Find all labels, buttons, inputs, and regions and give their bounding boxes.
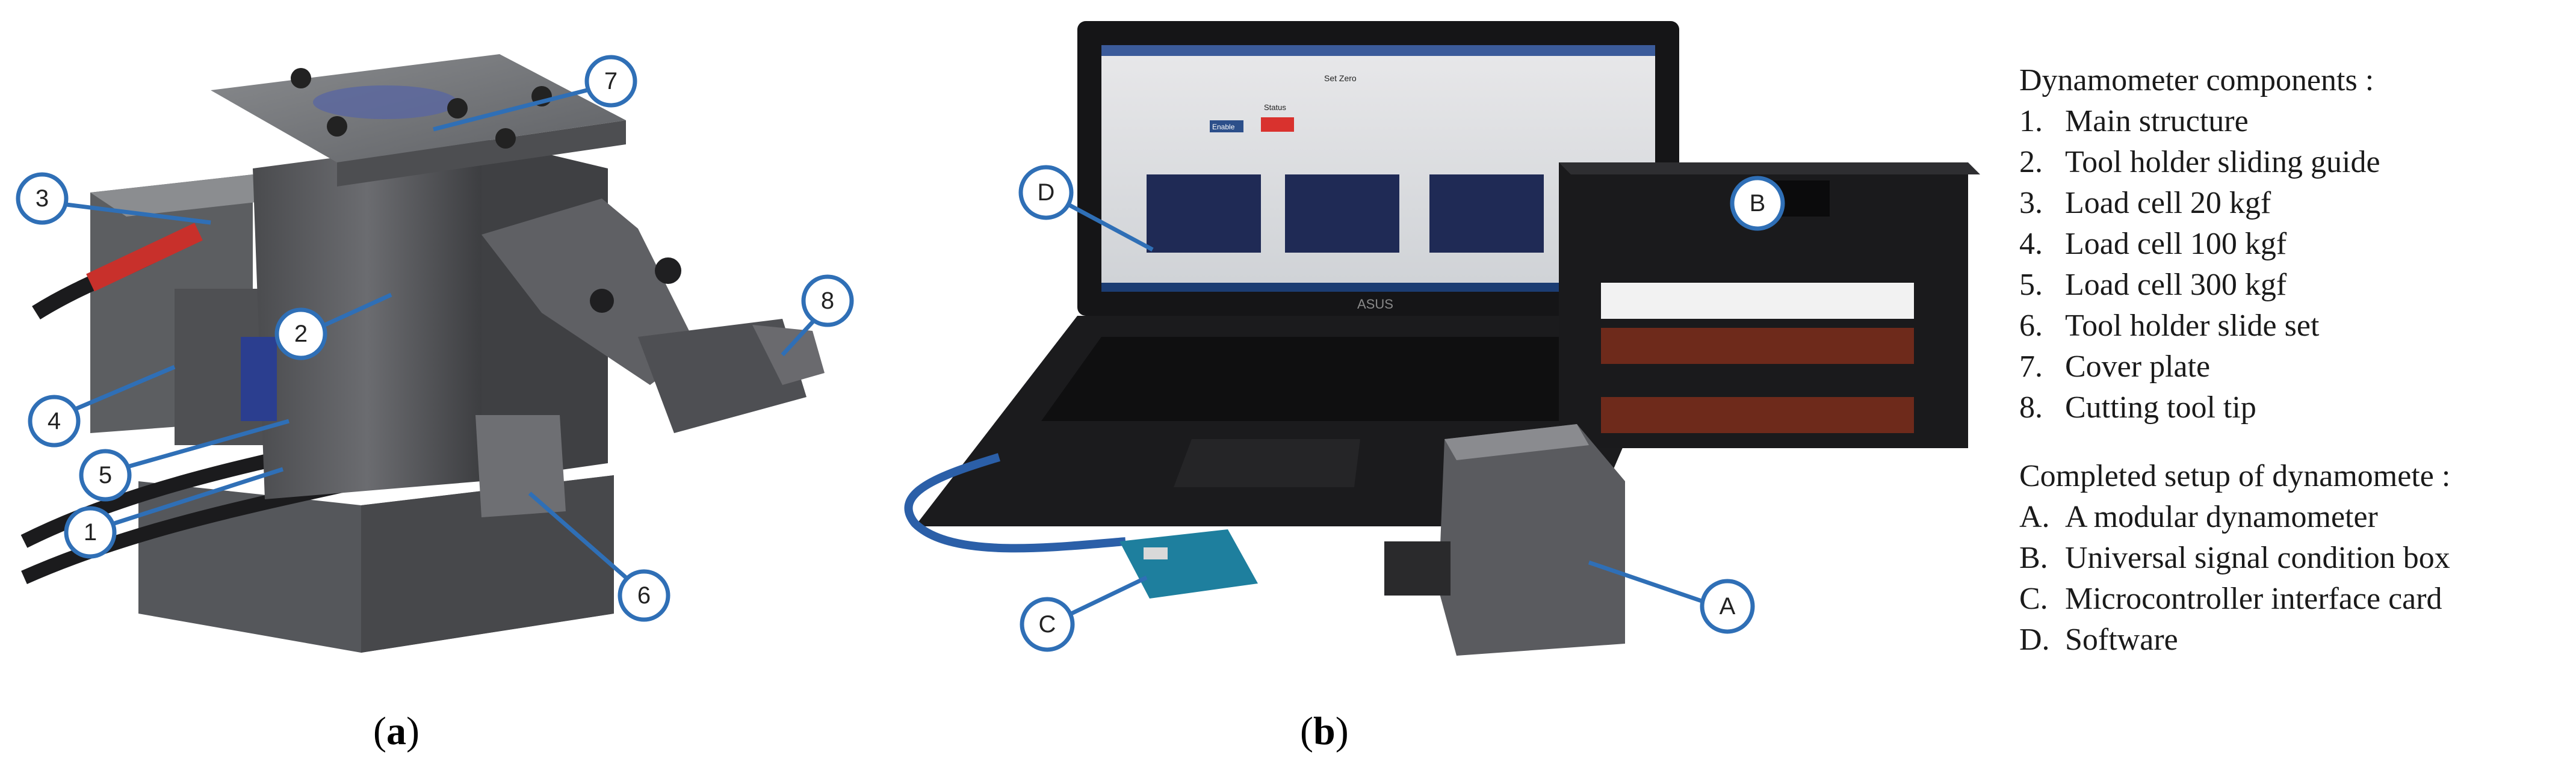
callout-7-text: 7: [604, 68, 618, 94]
screen-plot-3: [1429, 174, 1544, 253]
callout-2-text: 2: [294, 321, 308, 347]
legend-item: D. Software: [2019, 620, 2561, 660]
legend-item-key: 7.: [2019, 349, 2043, 384]
callout-A: A: [1700, 579, 1755, 634]
legend-item-label: Load cell 300 kgf: [2065, 268, 2287, 302]
legend-item-key: 6.: [2019, 309, 2043, 343]
legend-item: 8. Cutting tool tip: [2019, 387, 2561, 428]
legend-item-label: Main structure: [2065, 104, 2249, 138]
legend-item-key: 3.: [2019, 186, 2043, 220]
caption-b-letter: b: [1313, 709, 1336, 753]
arduino-board: [1119, 529, 1258, 599]
legend-item-label: Load cell 20 kgf: [2065, 186, 2271, 220]
setup-title: Completed setup of dynamomete :: [2019, 459, 2451, 493]
legend-item: 5. Load cell 300 kgf: [2019, 265, 2561, 306]
callout-8: 8: [801, 274, 854, 327]
legend-item-key: 2.: [2019, 145, 2043, 179]
legend-item-label: Tool holder sliding guide: [2065, 145, 2380, 179]
usb-cable: [904, 453, 1126, 553]
panel-b-photo: Set Zero Enable Status ASUS: [904, 21, 1980, 656]
legend-item-label: Tool holder slide set: [2065, 309, 2320, 343]
legend-item: B. Universal signal condition box: [2019, 538, 2561, 579]
legend-item-key: 8.: [2019, 390, 2043, 425]
main-body: [253, 138, 481, 499]
legend-item-label: Universal signal condition box: [2065, 541, 2450, 575]
legend-item-key: C.: [2019, 582, 2048, 616]
callout-D: D: [1018, 165, 1074, 220]
legend-item: 6. Tool holder slide set: [2019, 306, 2561, 346]
screen-status-value: Enable: [1212, 123, 1235, 131]
legend-item-key: D.: [2019, 623, 2050, 657]
legend-item-key: 1.: [2019, 104, 2043, 138]
legend-item: 1. Main structure: [2019, 101, 2561, 142]
screen-status-label: Status: [1264, 103, 1286, 112]
callouts-panel-a: 1 2 3 4 5 6 7 8: [16, 55, 854, 622]
screen-plot-2: [1285, 174, 1399, 253]
laptop-brand: ASUS: [1357, 297, 1393, 312]
legend-item-key: 4.: [2019, 227, 2043, 261]
callout-5: 5: [79, 449, 132, 502]
callout-B-text: B: [1750, 190, 1766, 217]
legend-item-label: Software: [2065, 623, 2178, 657]
small-dynamometer: [1438, 424, 1625, 656]
legend-item-label: Microcontroller interface card: [2065, 582, 2442, 616]
terminal-strip-bottom: [1601, 397, 1914, 433]
legend-item: 2. Tool holder sliding guide: [2019, 142, 2561, 183]
screen-status-indicator: [1261, 117, 1294, 132]
legend-item-key: 5.: [2019, 268, 2043, 302]
callout-7: 7: [584, 55, 637, 108]
legend-item-key: B.: [2019, 541, 2048, 575]
panel-a-photo: [20, 54, 825, 653]
callout-3-text: 3: [36, 185, 49, 212]
callout-4: 4: [28, 395, 81, 448]
screen-status-button: [1210, 120, 1243, 132]
callout-4-text: 4: [48, 408, 61, 434]
legend-item-key: A.: [2019, 500, 2050, 534]
callout-B: B: [1730, 176, 1785, 231]
legend-item: 3. Load cell 20 kgf: [2019, 183, 2561, 224]
callout-6: 6: [618, 569, 670, 622]
callout-C-text: C: [1039, 611, 1056, 638]
legend-item-label: Cutting tool tip: [2065, 390, 2256, 425]
laptop-touchpad: [1174, 439, 1360, 487]
components-list: 1. Main structure 2. Tool holder sliding gu…: [2019, 101, 2561, 428]
legend-item: C. Microcontroller interface card: [2019, 579, 2561, 620]
callout-5-text: 5: [99, 462, 112, 488]
cutting-tool: [752, 325, 825, 385]
load-cell-blue: [241, 337, 277, 421]
caption-b: (b): [1300, 709, 1349, 753]
legend-item-label: Cover plate: [2065, 349, 2211, 384]
legend-item: 4. Load cell 100 kgf: [2019, 224, 2561, 265]
legend-item: A. A modular dynamometer: [2019, 497, 2561, 538]
legend-item-label: A modular dynamometer: [2065, 500, 2378, 534]
callout-8-text: 8: [821, 288, 834, 314]
callout-2: 2: [274, 307, 327, 360]
callout-C: C: [1020, 597, 1075, 652]
legend: Dynamometer components : 1. Main structur…: [2019, 60, 2561, 660]
terminal-strip-top: [1601, 328, 1914, 364]
slide-set: [475, 415, 566, 517]
callout-A-text: A: [1720, 593, 1736, 620]
callout-D-text: D: [1038, 179, 1055, 206]
callouts-panel-b: A B C D: [1018, 165, 1785, 652]
callout-3: 3: [16, 172, 69, 225]
callout-1: 1: [64, 506, 117, 559]
screen-title: Set Zero: [1324, 73, 1357, 83]
caption-a: (a): [373, 709, 420, 753]
screen-plot-1: [1147, 174, 1261, 253]
components-title: Dynamometer components :: [2019, 63, 2374, 97]
legend-item: 7. Cover plate: [2019, 346, 2561, 387]
callout-6-text: 6: [637, 582, 651, 609]
callout-1-text: 1: [84, 519, 97, 546]
caption-a-letter: a: [386, 709, 406, 753]
legend-item-label: Load cell 100 kgf: [2065, 227, 2287, 261]
